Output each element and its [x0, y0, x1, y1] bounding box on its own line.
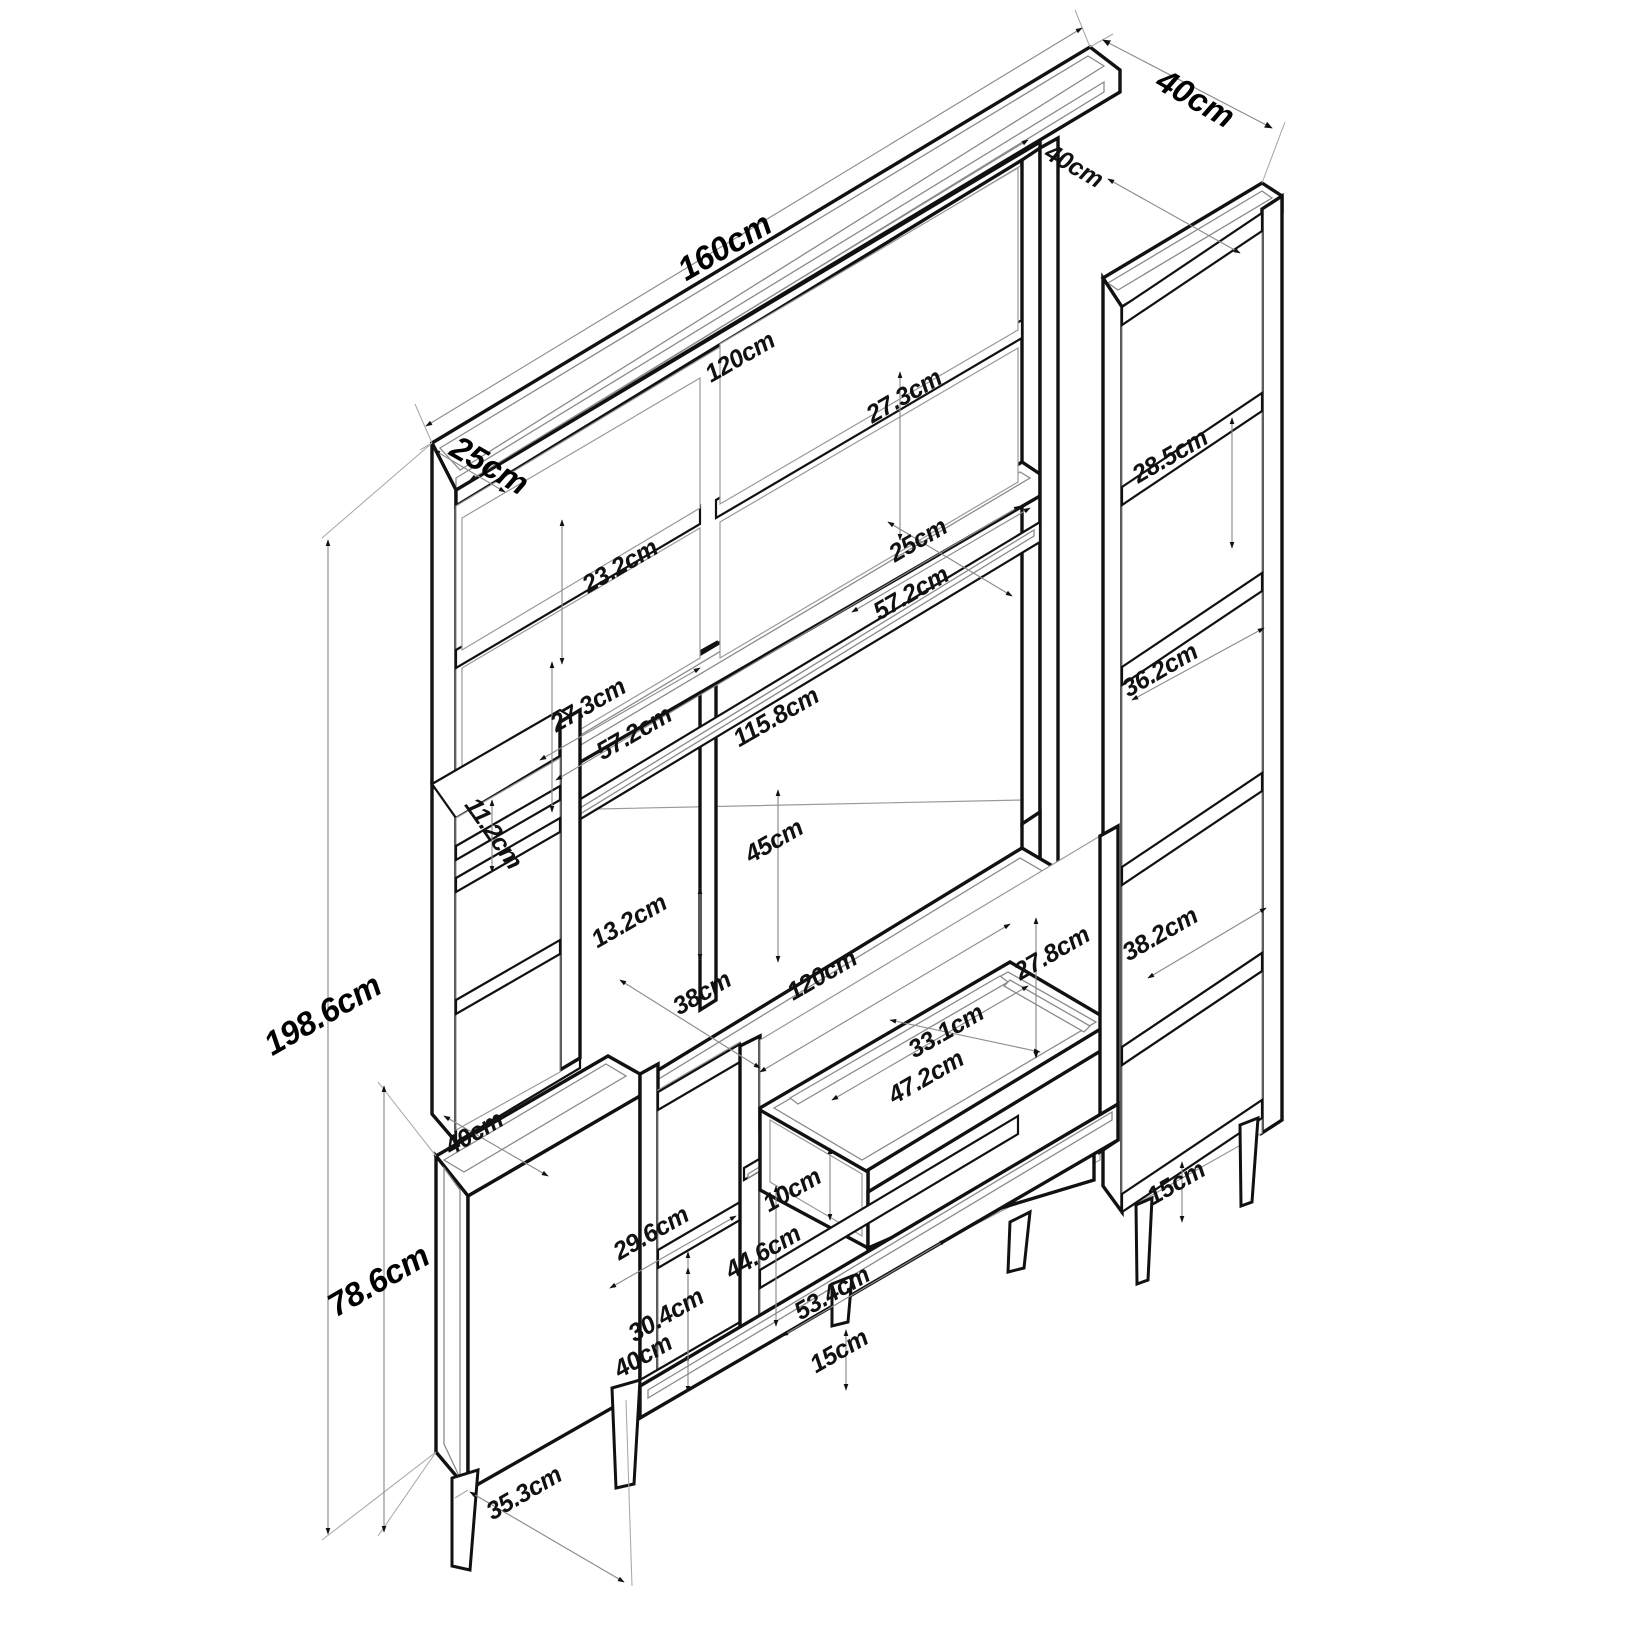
left-frame-column	[430, 706, 582, 1147]
bookcase-legs	[1134, 1115, 1260, 1287]
dimension-lines	[321, 9, 1286, 1587]
right-bookcase-unit	[1100, 180, 1284, 1287]
dim-shelf-gap: 13.2cm	[586, 888, 672, 954]
dim-total-height: 198.6cm	[257, 966, 387, 1062]
dim-lower-cabinet-height: 78.6cm	[321, 1236, 435, 1323]
dim-leg-height-centre: 15cm	[805, 1323, 873, 1379]
dim-side-depth-top: 40cm	[1149, 61, 1241, 135]
dim-desk-clearance: 45cm	[739, 813, 808, 869]
